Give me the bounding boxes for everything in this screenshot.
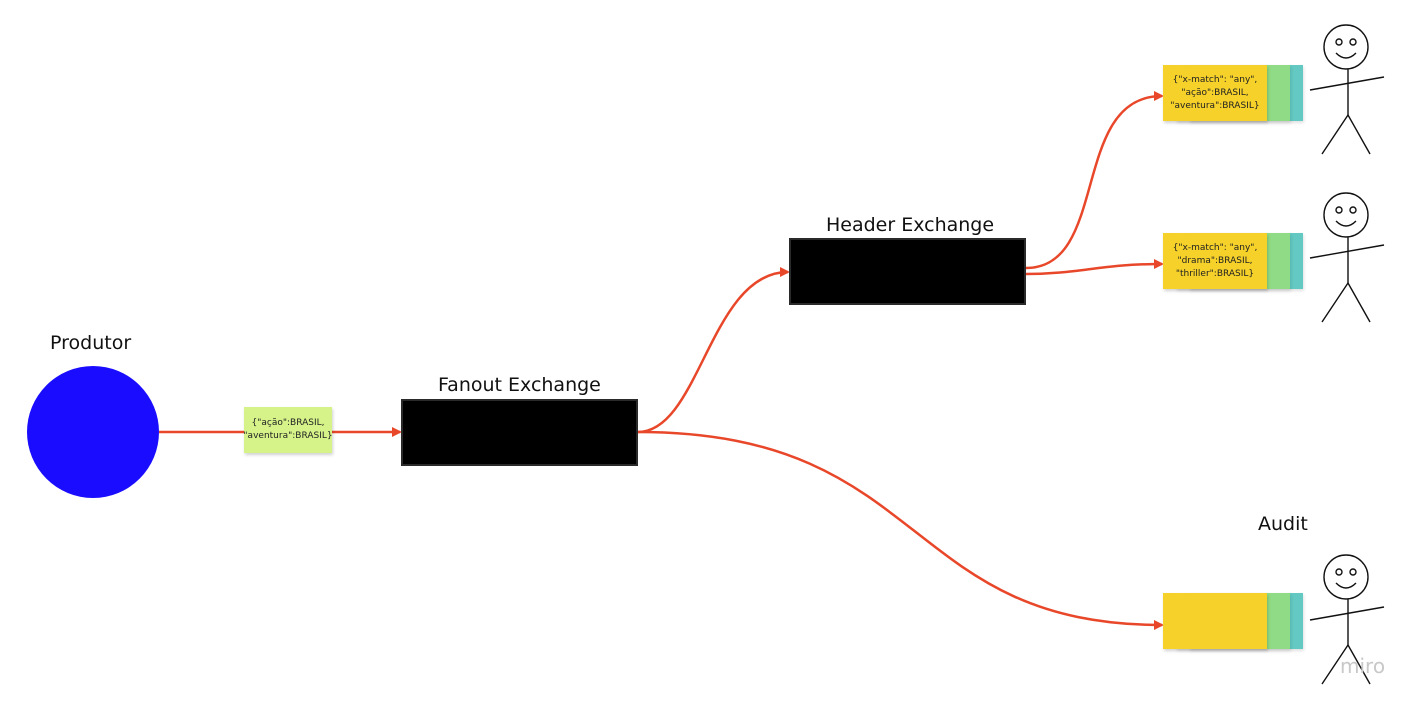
fanout-exchange-box[interactable] [401,399,638,466]
queue-audit-note[interactable] [1163,593,1267,649]
stick-figure-icon [1309,24,1385,155]
arrow-fanout-to-audit [637,430,1164,630]
producer-node[interactable] [27,366,159,498]
arrow-header-to-queue-top [1025,91,1164,270]
queue-top-note[interactable]: {"x-match": "any", "ação":BRASIL, "avent… [1163,65,1267,121]
stick-figure-icon [1309,192,1385,323]
header-exchange-box[interactable] [789,238,1026,305]
message-sticky-note[interactable]: {"ação":BRASIL, "aventura":BRASIL} [243,407,333,453]
header-exchange-label: Header Exchange [826,214,995,236]
arrow-fanout-to-header [637,267,790,434]
audit-label: Audit [1258,513,1308,535]
queue-middle[interactable]: {"x-match": "any", "drama":BRASIL, "thri… [1163,233,1303,289]
miro-watermark: miro [1340,654,1386,678]
queue-middle-note[interactable]: {"x-match": "any", "drama":BRASIL, "thri… [1163,233,1267,289]
queue-top[interactable]: {"x-match": "any", "ação":BRASIL, "avent… [1163,65,1303,121]
queue-audit[interactable] [1163,593,1303,649]
producer-label: Produtor [50,332,132,354]
arrow-header-to-queue-middle [1025,259,1164,276]
stick-figure-icon [1309,554,1385,685]
fanout-exchange-label: Fanout Exchange [438,374,601,396]
